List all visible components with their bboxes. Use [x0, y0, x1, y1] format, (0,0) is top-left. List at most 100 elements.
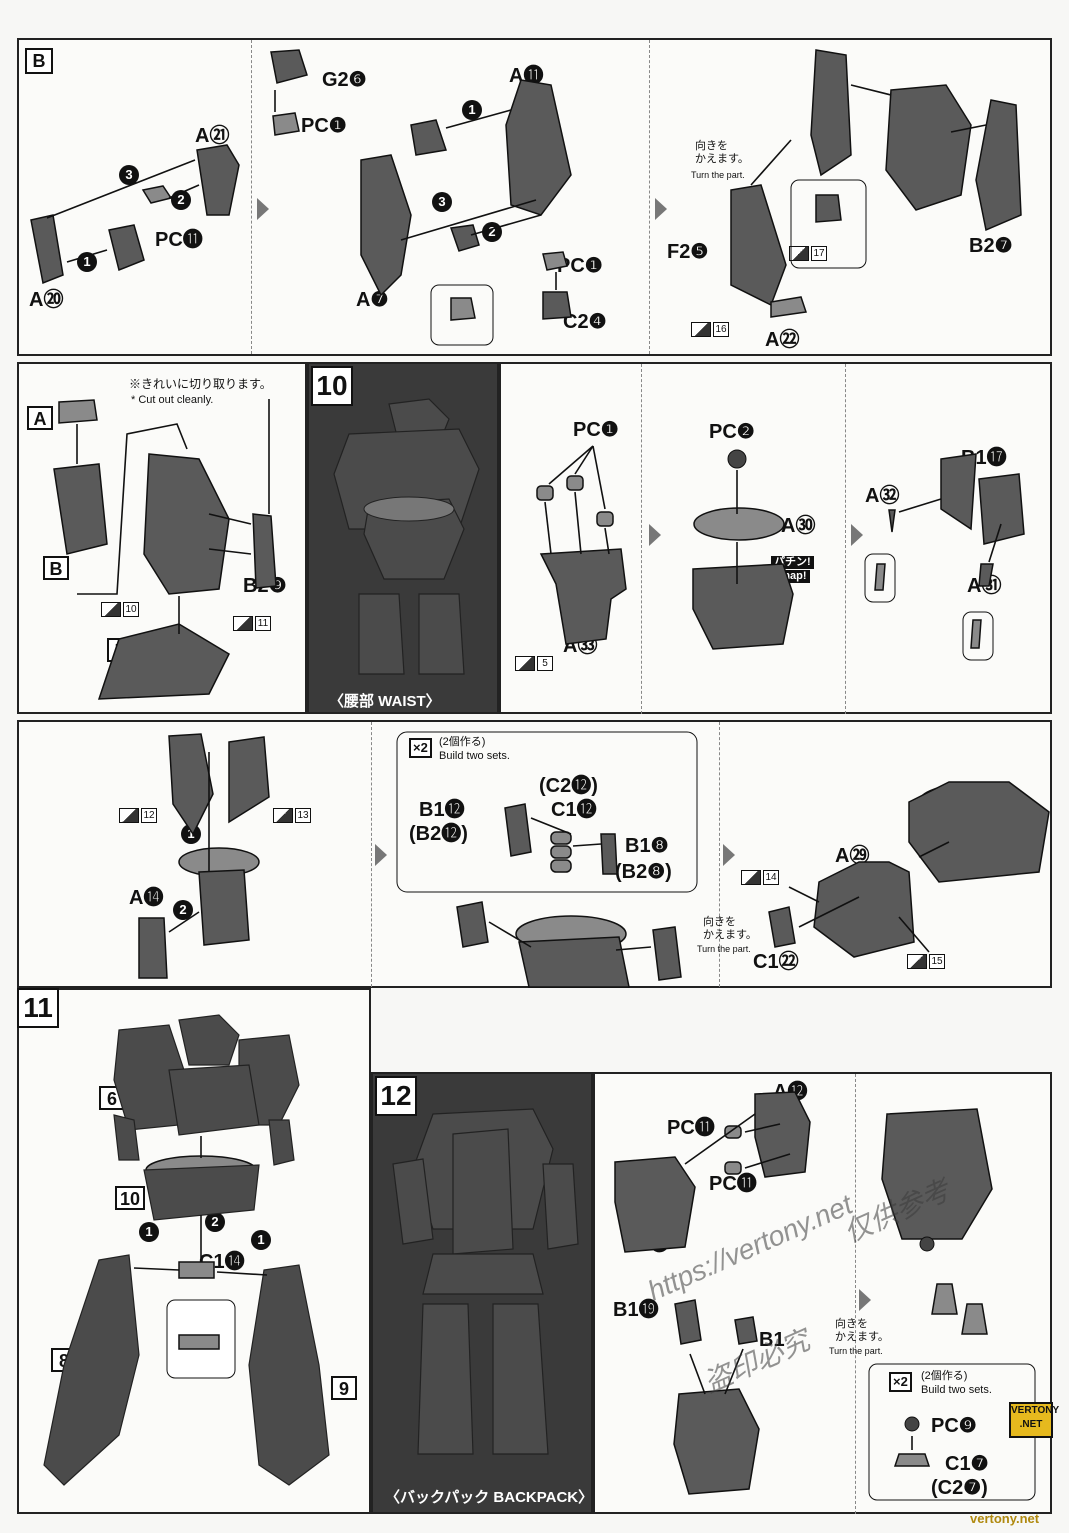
section-12-steps-panel: A⓬ PC⓫ PC⓫ A⓭ B1⓳ B1 向きを かえます。 Turn the …: [593, 1072, 1060, 1514]
label-pc9: PC❾: [931, 1415, 977, 1437]
cut-marker: [741, 870, 761, 885]
section-10-caption: 〈腰部 WAIST〉: [329, 693, 441, 710]
label-a21: A㉑: [195, 125, 230, 147]
section-10-row3-sub3-diagram: [768, 781, 1050, 958]
label-pc1-b: PC❶: [557, 255, 603, 277]
section-12-sub2-diagram: [868, 1108, 1036, 1501]
label-c112: C1⓬: [551, 799, 597, 821]
label-b212: (B2⓬): [409, 823, 468, 845]
waist-robot-illustration: [333, 398, 480, 675]
label-a14: A⓮: [129, 887, 164, 909]
runner-tag: 12: [141, 808, 157, 823]
turn-note-en-2: Turn the part.: [697, 944, 751, 954]
section-12-number: 12: [375, 1076, 417, 1116]
section-11-diagram: [43, 1014, 330, 1486]
runner-tag: 10: [123, 602, 139, 617]
cut-note-en: * Cut out cleanly.: [131, 394, 214, 406]
label-a11: A⓫: [509, 65, 544, 87]
section-10-row3-sub2-diagram: [456, 803, 682, 988]
label-a22: A㉒: [765, 329, 800, 351]
label-b1: B1: [759, 1329, 785, 1351]
section-10-steps-diagram: [536, 445, 1025, 661]
step-1-marker: 1: [462, 100, 482, 120]
section-10-steps-panel: PC❶ A㉝ 5 PC❷ A㉚ パチン! Snap! B1⓱ A㉜ A㉛: [499, 362, 1052, 714]
section-b-panel: B A㉑ PC⓫ A⑳ 3 2 1 G2❻ PC❶ A⓫ A❼ PC❶ C2❹ …: [17, 38, 1052, 356]
cut-marker: [907, 954, 927, 969]
section-10-number: 10: [311, 366, 353, 406]
section-12-sub1-diagram: [614, 1091, 811, 1495]
label-b18: B1❽: [625, 835, 669, 857]
cut-note-jp: ※きれいに切り取ります。: [129, 377, 272, 391]
runner-tag: 11: [255, 616, 271, 631]
x2-badge: ×2: [409, 738, 432, 758]
flow-arrow: [851, 524, 863, 546]
label-pc1-c: PC❶: [573, 419, 619, 441]
flow-arrow: [257, 198, 269, 220]
turn-note-jp-2: 向きを かえます。: [703, 916, 757, 941]
flow-arrow: [375, 844, 387, 866]
runner-tag: 5: [537, 656, 553, 671]
label-a29: A㉙: [835, 845, 870, 867]
section-11-panel: 11 6 10 8 9 C1⓮ 2 1 1: [17, 988, 371, 1514]
runner-tag: 16: [713, 322, 729, 337]
part-a-tag: A: [27, 406, 53, 430]
section-b-sub2-diagram: [270, 49, 572, 346]
part-b-tag: B: [43, 556, 69, 580]
label-b28: (B2❽): [615, 861, 672, 883]
section-10-row3-panel: 12 13 1 2 A⓮ ×2 (2個作る) Build two sets. (…: [17, 720, 1052, 988]
section-a-diagram: [53, 399, 277, 700]
flow-arrow: [859, 1289, 871, 1311]
label-pc11: PC⓫: [155, 229, 203, 251]
logo-line2: .NET: [1019, 1419, 1043, 1430]
label-b119: B1⓳: [613, 1299, 659, 1321]
turn-note-jp: 向きを かえます。: [695, 140, 749, 165]
x2-note-jp-2: (2個作る): [921, 1370, 968, 1382]
section-10-row3-sub1-diagram: [138, 733, 270, 979]
flow-arrow: [723, 844, 735, 866]
label-c24: C2❹: [563, 311, 607, 333]
section-12-photo-panel: 12 〈バックパック BACKPACK〉: [371, 1072, 593, 1514]
footer-watermark: vertony.net: [970, 1511, 1040, 1526]
runner-tag: 17: [811, 246, 827, 261]
cut-marker: [233, 616, 253, 631]
section-b-tag: B: [25, 48, 53, 74]
label-a20: A⑳: [29, 289, 64, 311]
x2-badge-2: ×2: [889, 1372, 912, 1392]
x2-note-en-2: Build two sets.: [921, 1384, 992, 1396]
section-b-sub1-diagram: [30, 144, 240, 285]
section-b-sub3-diagram: [730, 49, 1022, 318]
label-a30: A㉚: [781, 515, 816, 537]
runner-tag: 13: [295, 808, 311, 823]
label-pc11-c: PC⓫: [709, 1173, 757, 1195]
logo-line1: VERTONY: [1011, 1405, 1060, 1416]
section-10-photo-panel: 10 〈腰部 WAIST〉: [307, 362, 499, 714]
turn-note-en: Turn the part.: [691, 170, 745, 180]
label-pc2: PC❷: [709, 421, 755, 443]
label-c122: C1㉒: [753, 951, 799, 973]
x2-note-jp: (2個作る): [439, 736, 486, 748]
label-pc1: PC❶: [301, 115, 347, 137]
step-2-marker: 2: [205, 1212, 225, 1232]
cut-marker: [101, 602, 121, 617]
section-12-caption: 〈バックパック BACKPACK〉: [385, 1489, 594, 1506]
runner-tag: 15: [929, 954, 945, 969]
two-sets-callout: [396, 731, 698, 893]
label-b112: B1⓬: [419, 799, 465, 821]
label-c212: (C2⓬): [539, 775, 598, 797]
label-c17: C1❼: [945, 1453, 989, 1475]
section-a-panel: ※きれいに切り取ります。 * Cut out cleanly. A B 7 B2…: [17, 362, 307, 714]
cut-marker: [119, 808, 139, 823]
step-1-marker: 1: [251, 1230, 271, 1250]
label-g26: G2❻: [322, 69, 367, 91]
cut-marker: [273, 808, 293, 823]
vertony-logo: VERTONY .NET: [1009, 1402, 1060, 1438]
flow-arrow: [655, 198, 667, 220]
step-2-marker: 2: [173, 900, 193, 920]
backpack-robot-illustration: [392, 1108, 579, 1455]
cut-marker: [515, 656, 535, 671]
turn-note-en-3: Turn the part.: [829, 1346, 883, 1356]
step-3-marker: 3: [119, 165, 139, 185]
part-10-tag: 10: [115, 1186, 145, 1210]
section-11-number: 11: [17, 988, 59, 1028]
